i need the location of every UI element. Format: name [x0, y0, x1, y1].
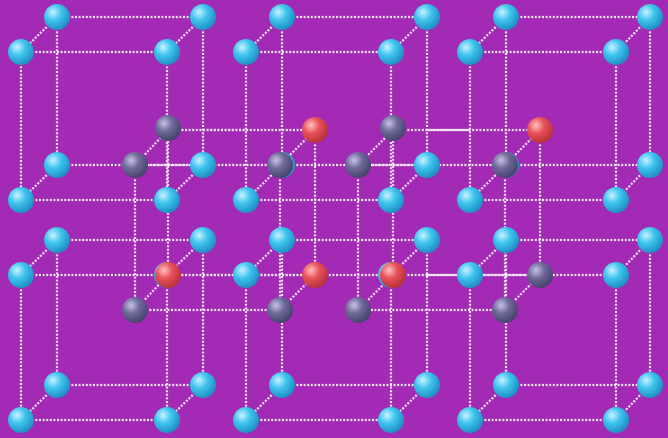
gray-atom — [345, 297, 371, 323]
blue-atom — [603, 39, 629, 65]
blue-atom — [269, 372, 295, 398]
atom-layer — [8, 4, 663, 433]
red-atom — [302, 262, 328, 288]
blue-atom — [44, 152, 70, 178]
red-atom — [380, 262, 406, 288]
blue-atom — [233, 39, 259, 65]
gray-atom — [492, 152, 518, 178]
blue-atom — [378, 39, 404, 65]
blue-atom — [603, 262, 629, 288]
blue-atom — [44, 372, 70, 398]
blue-atom — [493, 372, 519, 398]
blue-atom — [414, 372, 440, 398]
gray-atom — [527, 262, 553, 288]
blue-atom — [414, 152, 440, 178]
red-atom — [155, 262, 181, 288]
blue-atom — [637, 372, 663, 398]
blue-atom — [457, 262, 483, 288]
blue-atom — [8, 187, 34, 213]
blue-atom — [603, 407, 629, 433]
gray-atom — [345, 152, 371, 178]
blue-atom — [154, 407, 180, 433]
gray-atom — [380, 115, 406, 141]
blue-atom — [154, 187, 180, 213]
blue-atom — [493, 227, 519, 253]
blue-atom — [637, 227, 663, 253]
blue-atom — [44, 227, 70, 253]
red-atom — [527, 117, 553, 143]
blue-atom — [637, 152, 663, 178]
blue-atom — [233, 187, 259, 213]
blue-atom — [233, 407, 259, 433]
blue-atom — [378, 407, 404, 433]
blue-atom — [8, 39, 34, 65]
gray-atom — [492, 297, 518, 323]
blue-atom — [233, 262, 259, 288]
blue-atom — [154, 39, 180, 65]
blue-atom — [190, 372, 216, 398]
blue-atom — [637, 4, 663, 30]
blue-atom — [190, 4, 216, 30]
gray-atom — [267, 297, 293, 323]
blue-atom — [190, 152, 216, 178]
blue-atom — [269, 4, 295, 30]
blue-atom — [414, 227, 440, 253]
blue-atom — [603, 187, 629, 213]
gray-atom — [155, 115, 181, 141]
blue-atom — [457, 187, 483, 213]
gray-atom — [267, 152, 293, 178]
blue-atom — [457, 39, 483, 65]
blue-atom — [8, 262, 34, 288]
blue-atom — [457, 407, 483, 433]
blue-atom — [269, 227, 295, 253]
blue-atom — [190, 227, 216, 253]
gray-atom — [122, 297, 148, 323]
blue-atom — [414, 4, 440, 30]
blue-atom — [493, 4, 519, 30]
blue-atom — [8, 407, 34, 433]
red-atom — [302, 117, 328, 143]
blue-atom — [378, 187, 404, 213]
gray-atom — [122, 152, 148, 178]
blue-atom — [44, 4, 70, 30]
